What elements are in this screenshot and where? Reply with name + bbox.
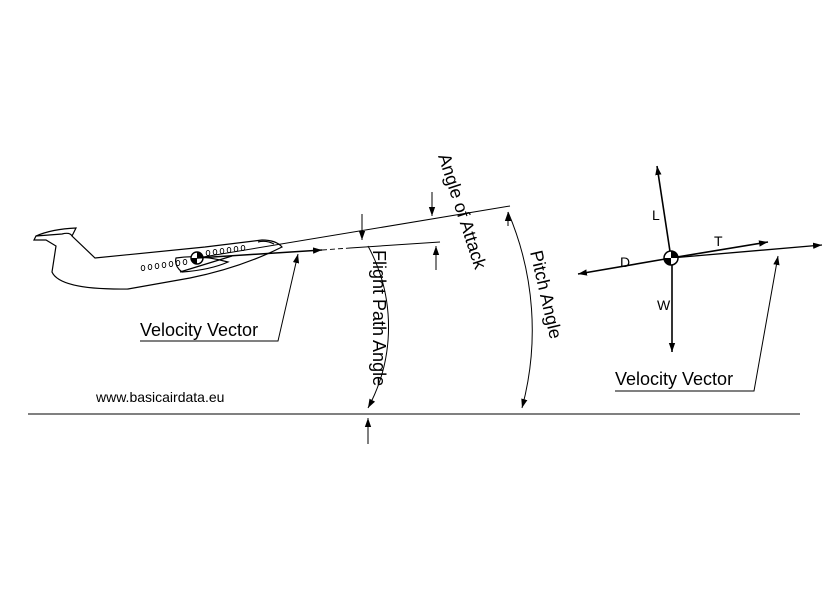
flight-path-angle-arc (367, 245, 390, 409)
thrust-label: T (714, 233, 723, 249)
velocity-vector-arrow-left (196, 247, 323, 259)
velocity-vector-arrow-right (670, 242, 823, 259)
aircraft-cockpit (257, 240, 275, 245)
body-axis-line (196, 205, 511, 259)
aircraft-wing (179, 255, 233, 273)
velocity-vector-label-right: Velocity Vector (615, 369, 733, 389)
drag-label: D (620, 254, 630, 270)
velocity-vector-extension (321, 247, 351, 251)
website-text: www.basicairdata.eu (95, 389, 224, 405)
aircraft-windows (140, 244, 246, 272)
weight-label: W (657, 297, 671, 313)
flight-path-angle-label: Flight Path Angle (369, 250, 389, 386)
lift-vector (655, 165, 672, 259)
lift-label: L (652, 207, 660, 223)
aircraft-tail (35, 227, 77, 237)
pitch-angle-arc (507, 211, 533, 409)
aircraft-fuselage (33, 232, 283, 290)
angle-of-attack-label: Angle of Attack (434, 151, 490, 272)
force-diagram: L W D T (577, 165, 823, 352)
drag-vector (577, 257, 672, 276)
aircraft (33, 227, 283, 290)
flight-path-line (349, 241, 441, 249)
velocity-vector-leader-left (140, 253, 300, 342)
thrust-vector (670, 240, 769, 259)
center-of-gravity-right (663, 250, 679, 266)
velocity-vector-leader-right (615, 255, 780, 392)
velocity-vector-label-left: Velocity Vector (140, 320, 258, 340)
